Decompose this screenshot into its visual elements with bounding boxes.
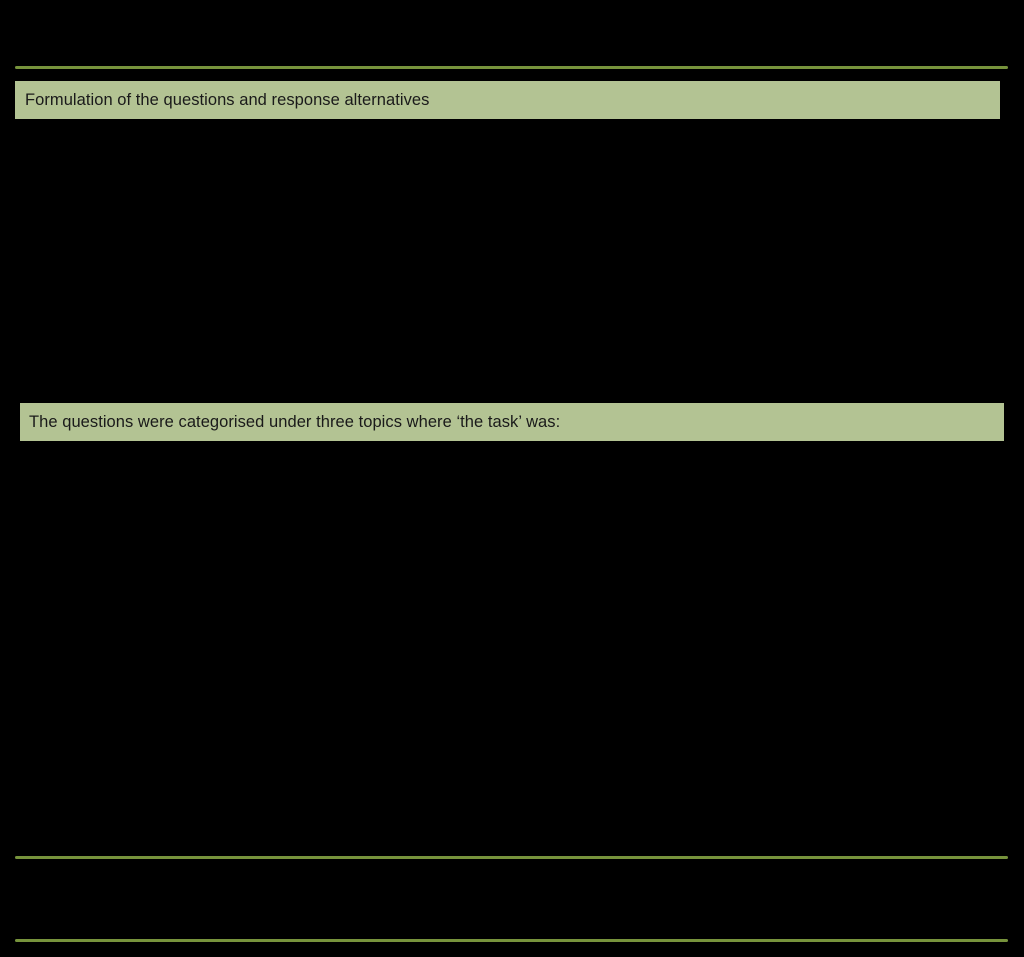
footer-region xyxy=(15,860,1008,938)
section-heading-topics: The questions were categorised under thr… xyxy=(20,403,1004,441)
footer-top-rule xyxy=(15,856,1008,859)
section-body-topics xyxy=(15,443,1008,853)
section-heading-text: Formulation of the questions and respons… xyxy=(25,90,430,109)
footer-bottom-rule xyxy=(15,939,1008,942)
section-heading-text: The questions were categorised under thr… xyxy=(29,412,561,431)
top-rule xyxy=(15,66,1008,69)
section-heading-formulation: Formulation of the questions and respons… xyxy=(15,81,1000,119)
section-body-formulation xyxy=(15,120,1008,400)
